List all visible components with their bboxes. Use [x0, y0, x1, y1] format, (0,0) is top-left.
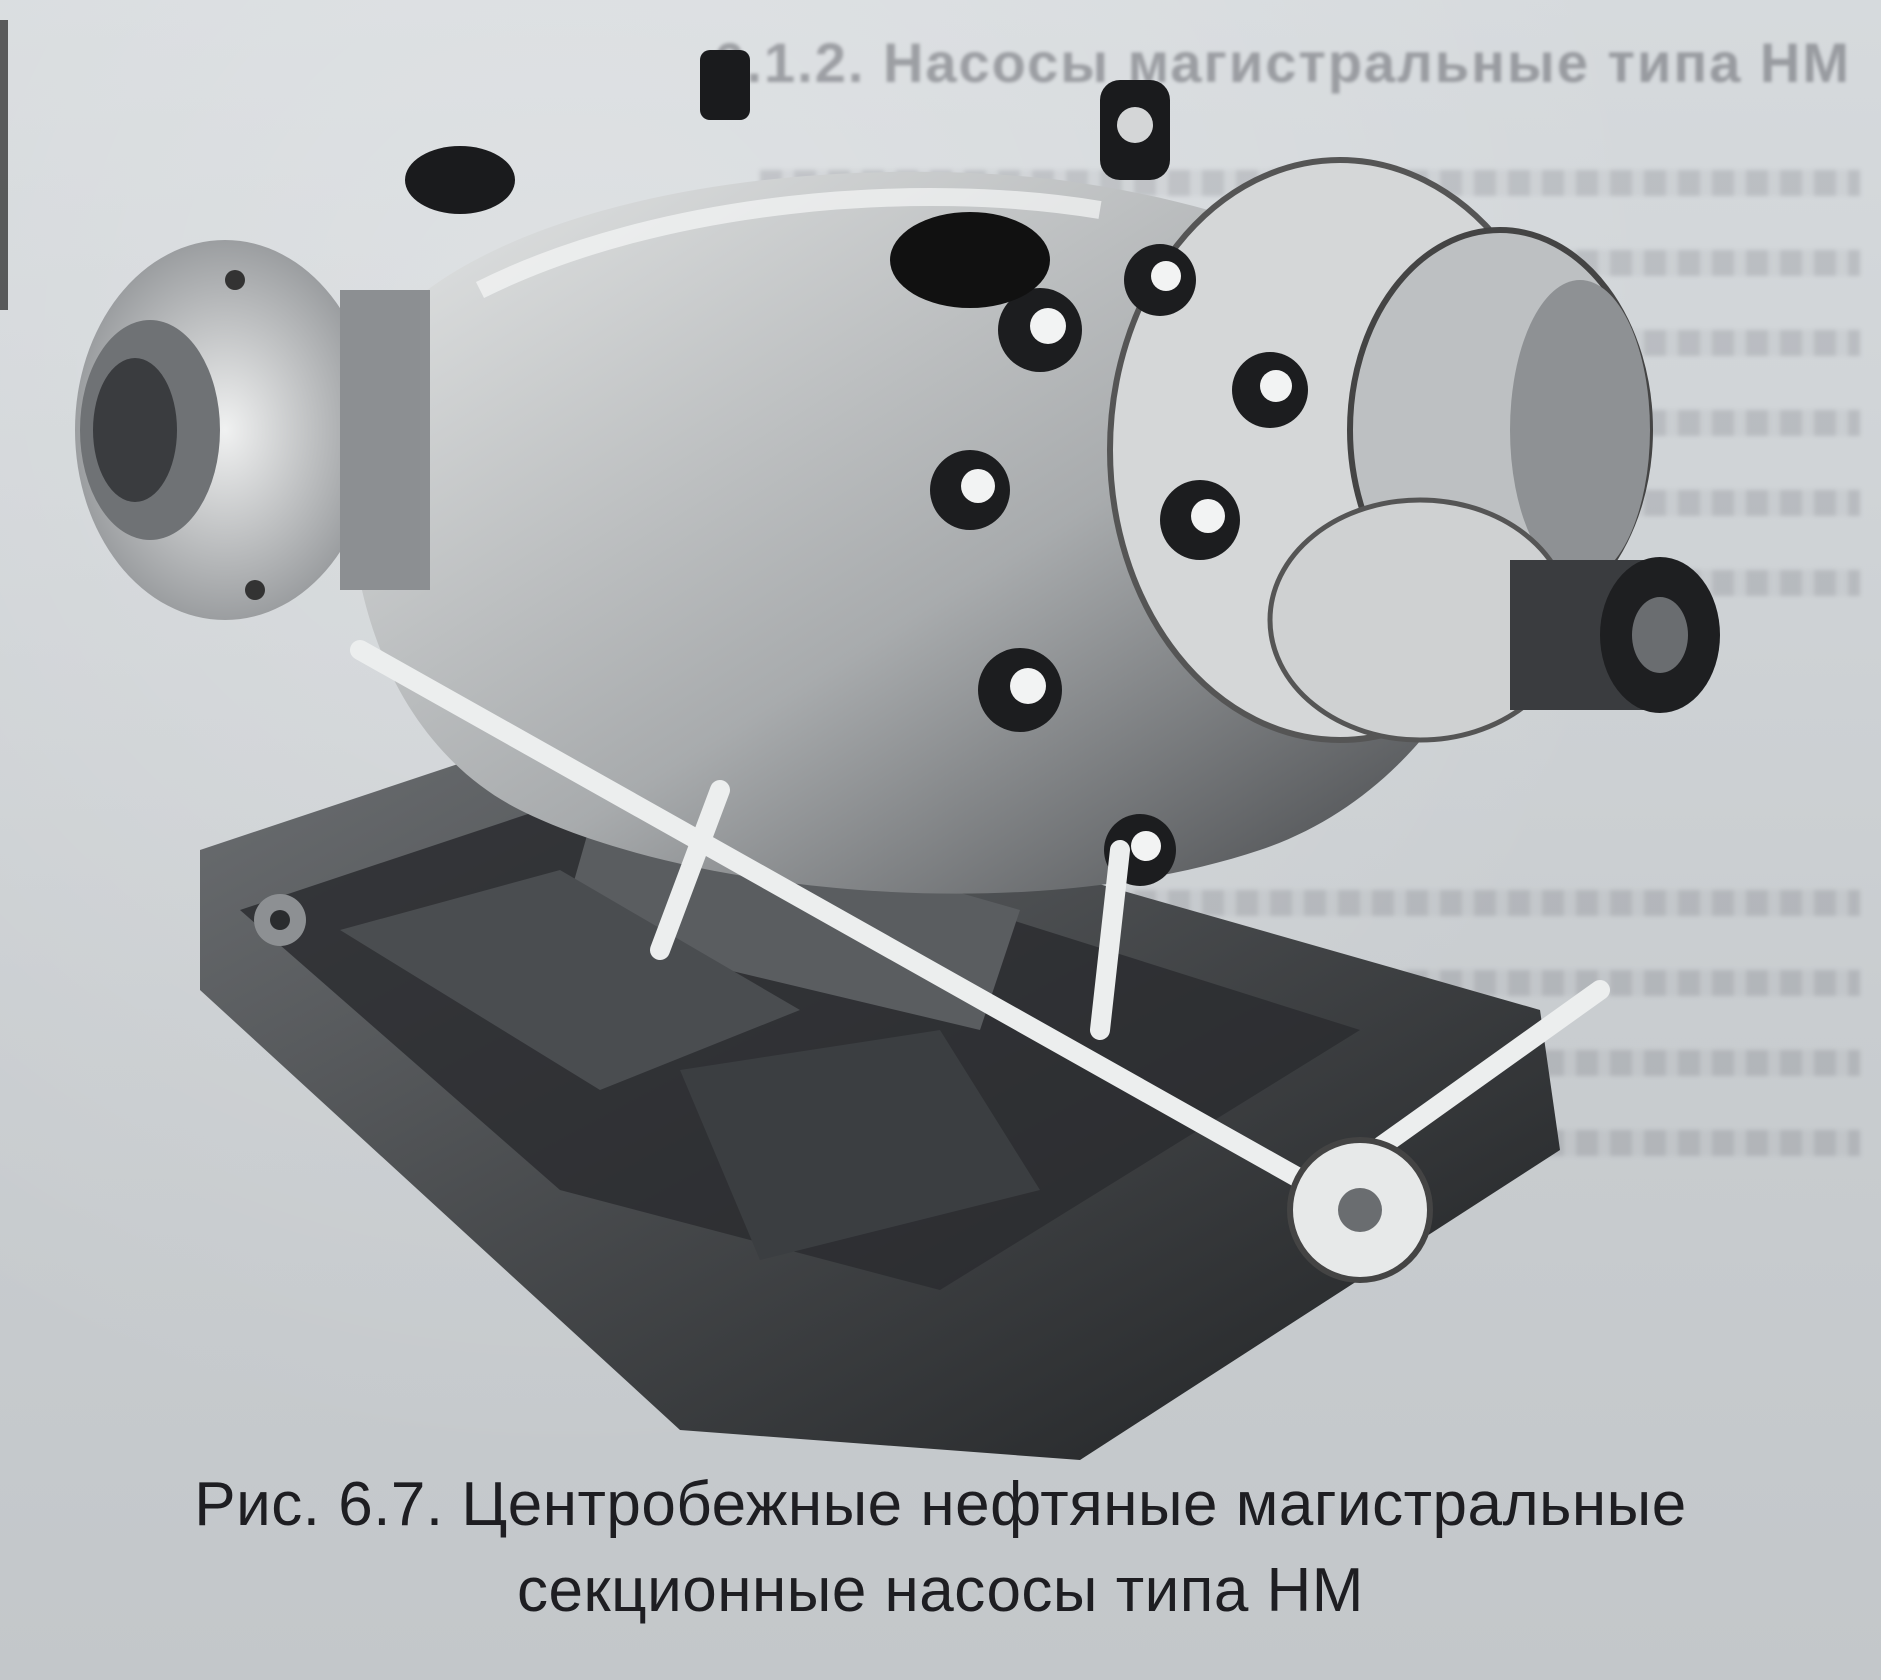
figure-caption: Рис. 6.7. Центробежные нефтяные магистра… [0, 1462, 1881, 1634]
base-frame [200, 730, 1560, 1460]
left-flange [75, 240, 430, 620]
shaft-coupling [1267, 497, 1720, 743]
pump-illustration [75, 50, 1720, 1460]
bleed-through-heading: 6.1.2. Насосы магистральные типа НМ [713, 31, 1851, 94]
end-cover [890, 157, 1653, 886]
top-fittings [405, 50, 1170, 214]
caption-line-1: Рис. 6.7. Центробежные нефтяные магистра… [194, 1470, 1687, 1539]
page-edge-mark [0, 20, 8, 310]
caption-line-2: секционные насосы типа НМ [517, 1556, 1364, 1625]
